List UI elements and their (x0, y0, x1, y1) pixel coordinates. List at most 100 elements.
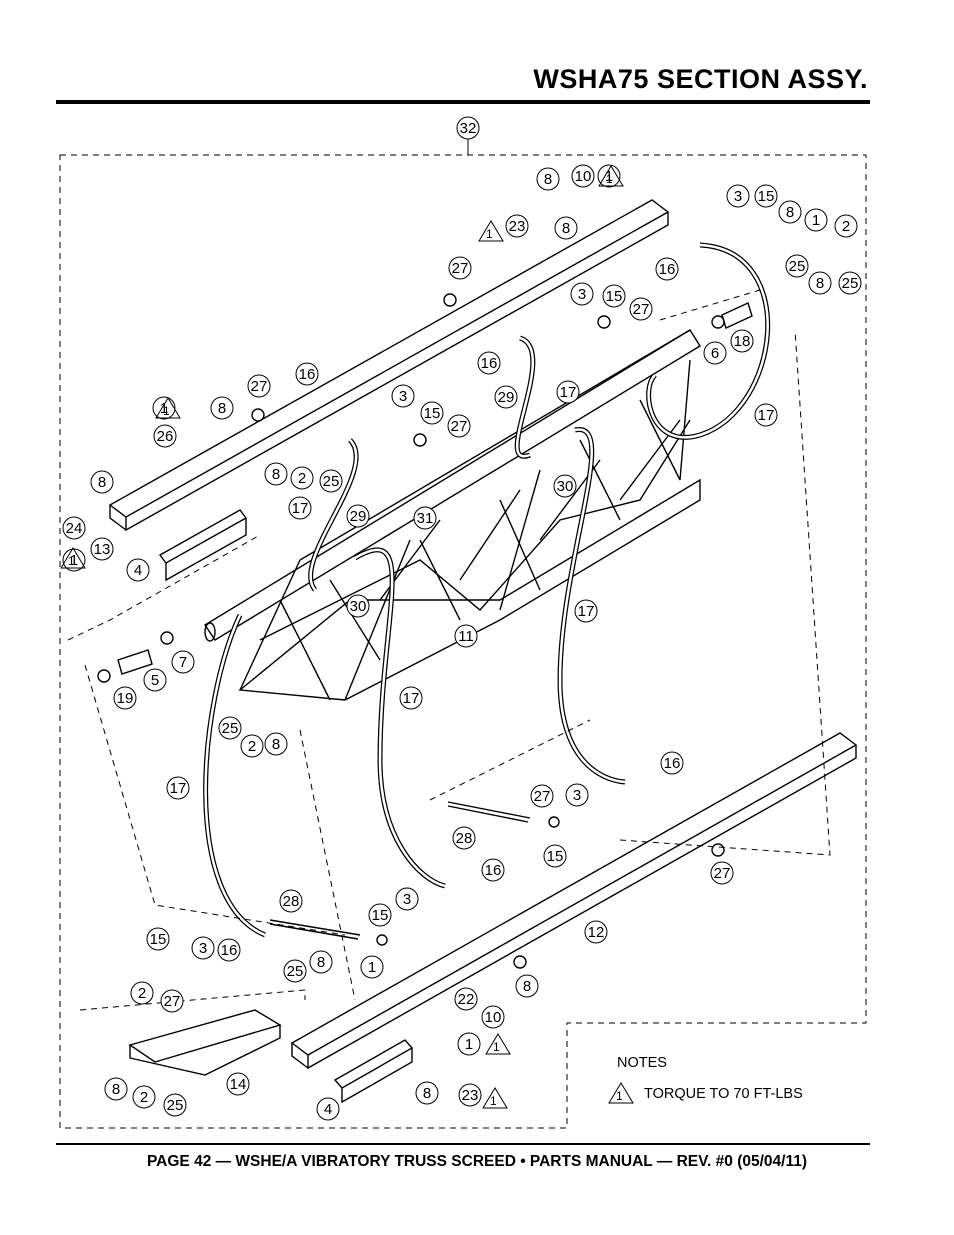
callout-label: 15 (372, 907, 389, 924)
footer-rule (56, 1143, 870, 1145)
callout-label: 3 (199, 940, 207, 957)
callout-17: 17 (288, 496, 312, 520)
callout-label: 27 (451, 418, 468, 435)
torque-warning-icon (482, 1087, 508, 1109)
callout-16: 16 (660, 751, 684, 775)
callout-label: 32 (460, 120, 477, 137)
callout-31: 31 (413, 506, 437, 530)
callout-29: 29 (494, 385, 518, 409)
callout-23: 23 (505, 214, 529, 238)
callout-8: 8 (515, 974, 539, 998)
callout-label: 25 (167, 1097, 184, 1114)
torque-warning-icon (60, 547, 86, 569)
callout-label: 15 (424, 405, 441, 422)
callout-25: 25 (838, 271, 862, 295)
callout-label: 3 (573, 787, 581, 804)
callout-label: 29 (498, 389, 515, 406)
callout-label: 15 (547, 848, 564, 865)
callout-label: 2 (248, 738, 256, 755)
callout-25: 25 (163, 1093, 187, 1117)
callout-label: 2 (298, 470, 306, 487)
callout-17: 17 (574, 599, 598, 623)
callout-label: 8 (112, 1081, 120, 1098)
callout-label: 18 (734, 333, 751, 350)
callout-1: 1 (804, 208, 828, 232)
callout-16: 16 (655, 257, 679, 281)
callout-8: 8 (554, 216, 578, 240)
callout-label: 2 (138, 985, 146, 1002)
callout-label: 10 (575, 168, 592, 185)
callout-label: 17 (292, 500, 309, 517)
callout-23: 23 (458, 1083, 482, 1107)
callout-5: 5 (143, 668, 167, 692)
callout-label: 17 (560, 384, 577, 401)
callout-1: 1 (360, 955, 384, 979)
callout-17: 17 (754, 403, 778, 427)
callout-label: 6 (711, 345, 719, 362)
callout-15: 15 (543, 844, 567, 868)
callout-22: 22 (454, 987, 478, 1011)
callout-label: 10 (485, 1009, 502, 1026)
callout-label: 30 (557, 478, 574, 495)
callout-14: 14 (226, 1072, 250, 1096)
callout-4: 4 (126, 558, 150, 582)
callout-2: 2 (132, 1085, 156, 1109)
callout-27: 27 (710, 861, 734, 885)
callout-label: 26 (157, 428, 174, 445)
callout-10: 10 (481, 1005, 505, 1029)
callout-13: 13 (90, 537, 114, 561)
callout-label: 12 (588, 924, 605, 941)
callout-8: 8 (264, 732, 288, 756)
callout-27: 27 (530, 784, 554, 808)
callout-25: 25 (218, 716, 242, 740)
callout-label: 8 (218, 400, 226, 417)
callout-8: 8 (210, 396, 234, 420)
callout-label: 17 (170, 780, 187, 797)
callout-label: 30 (350, 598, 367, 615)
callout-label: 31 (417, 510, 434, 527)
torque-warning-icon (155, 397, 181, 419)
callout-label: 1 (160, 400, 168, 417)
callout-15: 15 (368, 903, 392, 927)
torque-warning-icon (478, 220, 504, 242)
svg-text:1: 1 (163, 404, 170, 418)
torque-warning-icon (598, 165, 624, 187)
callout-16: 16 (477, 351, 501, 375)
callout-label: 17 (578, 603, 595, 620)
callout-label: 23 (462, 1087, 479, 1104)
callout-label: 17 (758, 407, 775, 424)
callout-label: 3 (399, 388, 407, 405)
callout-label: 29 (350, 508, 367, 525)
callout-label: 4 (324, 1101, 332, 1118)
notes-torque-icon (608, 1082, 634, 1104)
callout-label: 5 (151, 672, 159, 689)
callout-label: 27 (452, 260, 469, 277)
callout-11: 11 (454, 624, 478, 648)
callout-24: 24 (62, 516, 86, 540)
callout-label: 8 (98, 474, 106, 491)
notes-title: NOTES (617, 1055, 667, 1071)
callout-label: 25 (789, 258, 806, 275)
callout-15: 15 (602, 284, 626, 308)
callout-28: 28 (452, 826, 476, 850)
callout-27: 27 (448, 256, 472, 280)
callout-19: 19 (113, 686, 137, 710)
svg-text:1: 1 (493, 1040, 500, 1054)
callout-15: 15 (754, 184, 778, 208)
svg-text:1: 1 (616, 1089, 623, 1103)
callout-1: 1 (457, 1032, 481, 1056)
notes-item-text: TORQUE TO 70 FT-LBS (644, 1086, 803, 1102)
callout-30: 30 (346, 594, 370, 618)
callout-3: 3 (395, 887, 419, 911)
callout-3: 3 (570, 282, 594, 306)
callout-label: 4 (134, 562, 142, 579)
callout-27: 27 (447, 414, 471, 438)
callout-2: 2 (834, 214, 858, 238)
callout-17: 17 (166, 776, 190, 800)
callout-4: 4 (316, 1097, 340, 1121)
callout-17: 17 (399, 686, 423, 710)
callout-label: 8 (272, 466, 280, 483)
callout-label: 15 (150, 931, 167, 948)
callout-label: 22 (458, 991, 475, 1008)
callout-label: 16 (299, 366, 316, 383)
